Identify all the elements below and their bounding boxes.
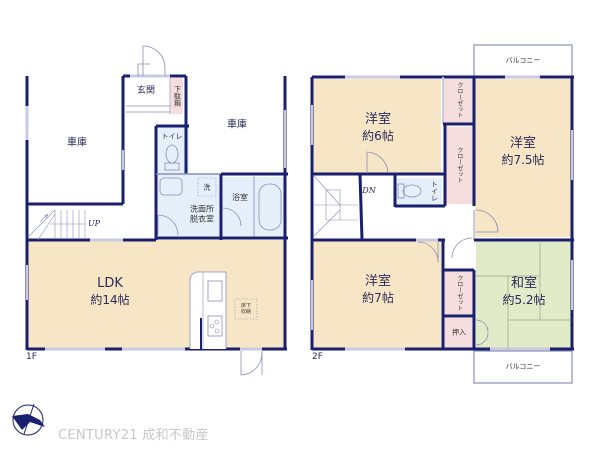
entrance-label: 玄関 <box>136 86 156 97</box>
western-7-size: 約7帖 <box>362 290 394 305</box>
western-75-size: 約7.5帖 <box>501 152 545 167</box>
washroom-label: 洗面所 脱衣室 <box>190 205 214 226</box>
compass-icon <box>12 403 45 436</box>
floor-1-plan <box>25 45 288 376</box>
western-6-label: 洋室 約6帖 <box>362 112 394 144</box>
closet-c-fill <box>444 271 473 315</box>
oshiire-fill <box>444 318 473 349</box>
shoe-box-fill <box>170 78 183 114</box>
shoe-box-label: 下駄箱 <box>173 85 182 107</box>
oshiire-label: 押入 <box>452 328 466 337</box>
closet-a-label: クローゼット <box>455 82 463 118</box>
toilet-fill <box>156 127 189 173</box>
underfloor-storage-label: 床下 収納 <box>241 303 251 315</box>
western-75-fill <box>475 79 571 237</box>
balcony-bottom <box>473 350 573 384</box>
floor-2-label: 2F <box>312 352 323 362</box>
washroom-fill <box>156 174 220 236</box>
floor-1-label: 1F <box>26 352 37 362</box>
western-6-fill <box>313 79 441 173</box>
western-7-name: 洋室 <box>364 273 392 289</box>
bath-label: 浴室 <box>232 192 248 202</box>
brand-watermark: CENTURY21 成和不動産 <box>58 428 209 443</box>
washer-label: 洗 <box>203 183 211 192</box>
balcony-top-label: バルコニー <box>505 56 541 65</box>
japanese-room-label: 和室 約5.2帖 <box>502 276 545 308</box>
stairs-up-label: UP <box>87 218 101 228</box>
western-6-size: 約6帖 <box>362 128 394 143</box>
ldk-size: 約14帖 <box>90 292 130 307</box>
western-7-label: 洋室 約7帖 <box>362 274 394 306</box>
japanese-fill <box>476 241 571 349</box>
ldk-name: LDK <box>97 275 123 291</box>
washroom-label-line2: 脱衣室 <box>190 215 214 224</box>
underfloor-storage-line2: 収納 <box>240 309 252 315</box>
ldk-label: LDK 約14帖 <box>90 276 129 308</box>
floor-2-plan <box>310 44 574 384</box>
western-75-label: 洋室 約7.5帖 <box>501 136 544 168</box>
japanese-room-size: 約5.2帖 <box>502 292 546 307</box>
closet-b-label: クローゼット <box>455 147 463 183</box>
ldk-fill <box>27 240 285 348</box>
garage-right-label: 車庫 <box>227 119 247 131</box>
stairs-down-label: DN <box>362 185 376 195</box>
underfloor-storage-line1: 床下 <box>240 303 252 309</box>
toilet-1f-label: トイレ <box>161 132 183 141</box>
closet-c-label: クローゼット <box>455 275 463 311</box>
garage-left-label: 車庫 <box>67 137 87 149</box>
western-7-fill <box>313 241 441 349</box>
western-75-name: 洋室 <box>509 135 536 151</box>
toilet-2f-label: トイレ <box>430 180 439 202</box>
balcony-bottom-label: バルコニー <box>505 362 541 371</box>
japanese-room-name: 和室 <box>510 275 537 291</box>
closet-a-fill <box>444 79 473 123</box>
closet-b-fill <box>446 127 473 204</box>
washroom-label-line1: 洗面所 <box>190 204 214 214</box>
western-6-name: 洋室 <box>364 111 392 127</box>
